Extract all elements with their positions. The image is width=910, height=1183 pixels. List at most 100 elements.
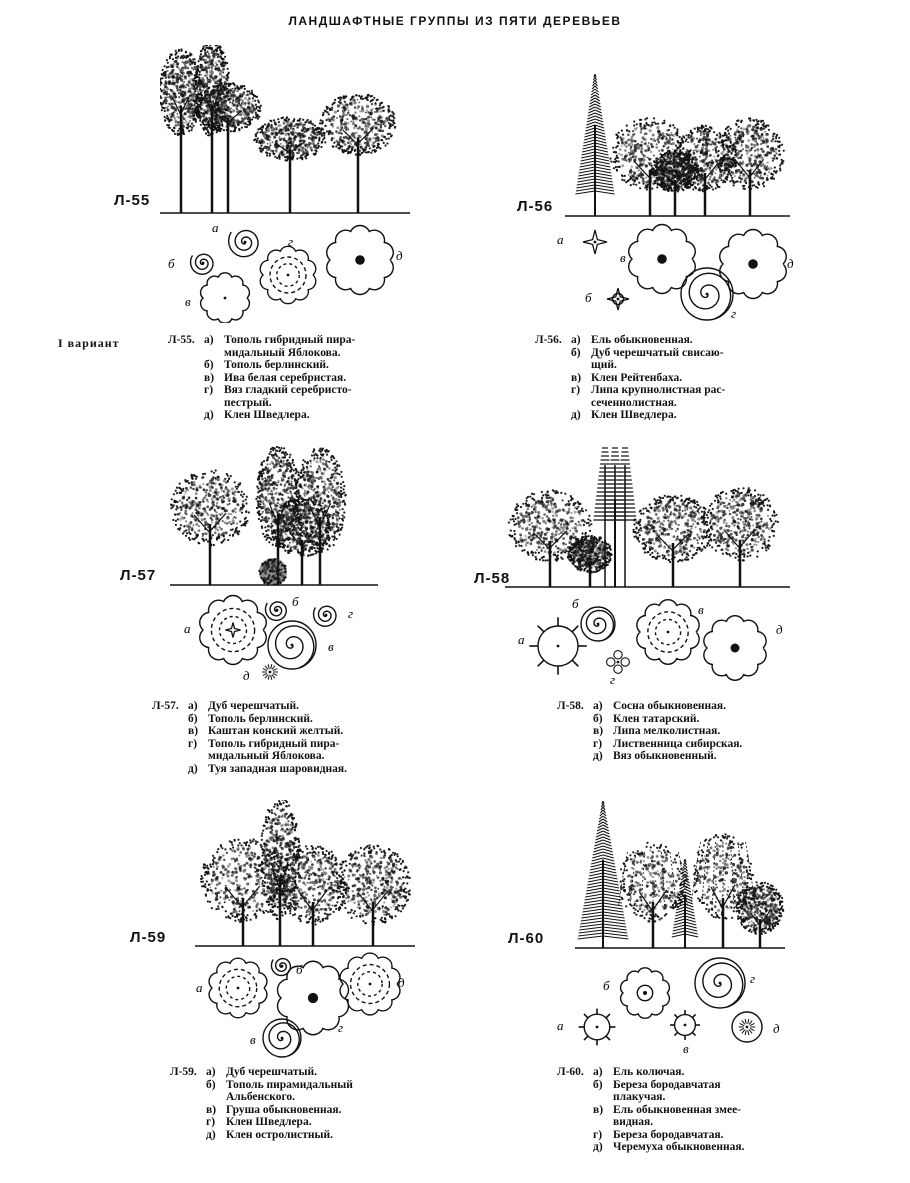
crown-plan-star-icon [582, 229, 608, 255]
species-name: Груша обыкновенная. [226, 1103, 342, 1116]
species-letter: а) [204, 334, 214, 346]
tree-round-icon [200, 838, 286, 946]
plan-letter-d: д [787, 256, 794, 271]
crown-plan-scallopdash-icon [636, 599, 700, 665]
tree-spruce-icon [575, 73, 615, 216]
crown-plan-spiral2-icon [694, 957, 746, 1009]
crown-plan-spiral2-icon [580, 606, 616, 642]
species-letter: г) [571, 384, 581, 396]
group-label-l57: Л-57 [120, 567, 157, 584]
species-item: г)Вяз гладкий серебристо- [204, 384, 355, 397]
crown-plan-burst-icon [262, 664, 278, 680]
species-letter: д) [593, 1141, 603, 1153]
tree-weep-icon [691, 833, 755, 948]
species-item: в)Клен Рейтенбаха. [571, 372, 725, 385]
plan-letter-d: д [398, 975, 405, 990]
group-l57-elevation [170, 445, 378, 586]
plan-letter-v: в [328, 639, 334, 654]
crown-plan-cluster-icon [606, 650, 630, 674]
crown-plan-scallop-icon [703, 615, 767, 681]
species-letter: д) [188, 762, 198, 775]
species-item: в) Груша обыкновенная. [206, 1104, 353, 1117]
species-item: б)Тополь пирамидальный [206, 1079, 353, 1092]
species-name: Клен Шведлера. [591, 409, 677, 421]
plan-letter-b: б [292, 594, 299, 609]
species-name: Тополь гибридный пира- [208, 737, 340, 750]
tree-round-icon [716, 117, 785, 216]
species-name: Липа крупнолистная рас- [591, 384, 726, 396]
species-name: Береза бородавчатая. [613, 1128, 724, 1141]
crown-plan-starring-icon [606, 287, 630, 311]
species-letter: г) [593, 1128, 603, 1141]
plan-letter-d: д [243, 668, 250, 683]
species-item: б) Клен татарский. [593, 713, 742, 726]
plan-letter-v: в [698, 602, 704, 617]
species-item: в)Ель обыкновенная змее- [593, 1104, 744, 1117]
species-letter: в) [206, 1103, 217, 1116]
plan-letter-g: г [610, 672, 615, 686]
species-item: г)Тополь гибридный пира- [188, 738, 347, 751]
tree-weep-icon [618, 841, 688, 948]
group-l60-elevation [575, 800, 785, 949]
group-l56-elevation [565, 73, 790, 217]
species-name: Клен татарский. [613, 712, 700, 725]
species-letter: д) [593, 750, 603, 762]
species-item: в) Ива белая серебристая. [204, 372, 355, 385]
group-label-l60: Л-60 [508, 930, 545, 947]
tree-round-icon [650, 149, 700, 216]
species-name: Черемуха обыкновенная. [613, 1141, 745, 1153]
species-letter: б) [593, 1078, 603, 1091]
plan-letter-b: б [572, 596, 579, 611]
species-letter: г) [206, 1116, 216, 1128]
species-letter: г) [204, 384, 214, 396]
species-name: Дуб черешчатый. [226, 1066, 318, 1078]
plan-letter-a: а [557, 232, 564, 247]
plan-letter-a: а [184, 621, 191, 636]
species-item: в) Каштан конский желтый. [188, 725, 347, 738]
species-item: плакучая. [593, 1091, 744, 1104]
species-letter: а) [593, 1066, 603, 1078]
species-name: Клен остролистный. [226, 1128, 333, 1141]
species-item: г)Лиственница сибирская. [593, 738, 742, 751]
species-name: Дуб черешчатый свисаю- [591, 346, 724, 359]
tree-pine-icon [593, 447, 637, 587]
species-item: видная. [593, 1116, 744, 1129]
species-name: Береза бородавчатая [613, 1078, 721, 1091]
plan-letter-b: б [603, 978, 610, 993]
species-letter: в) [204, 371, 215, 384]
tree-round-icon [701, 487, 779, 587]
species-name: Ива белая серебристая. [224, 371, 347, 384]
species-letter: а) [206, 1066, 216, 1078]
species-letter: в) [571, 371, 582, 384]
species-letter: д) [204, 409, 214, 421]
species-name: Лиственница сибирская. [613, 737, 743, 750]
species-name: сеченнолистная. [591, 396, 677, 409]
species-name: Каштан конский желтый. [208, 725, 344, 737]
species-letter: б) [593, 712, 603, 725]
species-name: Липа мелколистная. [613, 725, 721, 737]
species-name: Ель колючая. [613, 1066, 685, 1078]
plan-letter-g: г [338, 1020, 343, 1035]
species-item: д)Клен остролистный. [206, 1129, 353, 1142]
plan-letter-b: б [296, 962, 303, 977]
species-letter: б) [206, 1078, 216, 1091]
crown-plan-scallop-icon [276, 960, 350, 1036]
plan-letter-d: д [776, 622, 783, 637]
species-item: б)Тополь берлинский. [188, 713, 347, 726]
species-name: Тополь берлинский. [224, 359, 329, 371]
group-l60-plan: а б в г д [557, 957, 780, 1055]
crown-plan-scallopdash-icon [259, 245, 317, 305]
tree-round-icon [567, 534, 613, 587]
tree-poplar-icon [193, 45, 231, 213]
crown-plan-scallop-icon [199, 272, 251, 323]
species-letter: б) [204, 359, 214, 371]
species-name: Дуб черешчатый. [208, 700, 300, 712]
tree-round-icon [632, 494, 714, 587]
species-letter: в) [188, 725, 199, 737]
plan-letter-a: а [518, 632, 525, 647]
plan-letter-a: а [196, 980, 203, 995]
species-name: пестрый. [224, 396, 272, 409]
crown-plan-spiral-icon [312, 605, 337, 628]
plan-letter-d: д [396, 248, 403, 263]
page-title: ЛАНДШАФТНЫЕ ГРУППЫ ИЗ ПЯТИ ДЕРЕВЬЕВ [288, 14, 622, 28]
